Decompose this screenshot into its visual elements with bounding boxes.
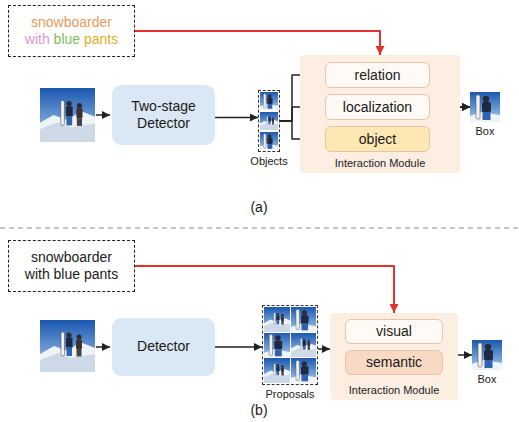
node-label: semantic [366, 354, 422, 371]
output-crop [472, 340, 502, 370]
module-branch-box: visual [345, 319, 443, 344]
connector-arrow [458, 354, 472, 356]
query-word: blue [54, 31, 80, 47]
proposal-thumbnail [264, 358, 290, 383]
connector-arrow [215, 117, 258, 119]
input-arrow [96, 114, 110, 116]
panel-separator [0, 228, 519, 229]
interaction-module: Interaction Module relation localization ob… [300, 55, 460, 173]
object-thumbnail [259, 112, 278, 130]
interaction-module: Interaction Module visual semantic [330, 313, 458, 400]
image-frame [470, 92, 500, 122]
query-word: with [25, 31, 50, 47]
detector-box: Two-stage Detector [112, 85, 215, 145]
node-label: visual [376, 323, 412, 340]
node-label: snowboarder with blue pants [22, 14, 121, 49]
module-branch-box: semantic [345, 350, 443, 375]
module-branch-box: relation [325, 62, 430, 88]
node-label: Box [467, 373, 507, 386]
input-photo [40, 320, 95, 372]
node-label: object [359, 131, 396, 148]
image-frame [472, 340, 502, 370]
panel-tag: (a) [250, 199, 267, 216]
query-text-box: snowboarder with blue pants [8, 5, 135, 57]
stack-frame [258, 90, 280, 152]
output-crop [470, 92, 500, 122]
module-branch-box: object [325, 126, 430, 152]
connector-arrow [215, 346, 262, 348]
object-thumbnail [260, 92, 278, 110]
connector-arrow [318, 348, 330, 350]
input-photo [39, 88, 96, 142]
node-label: snowboarder with blue pants [22, 249, 121, 284]
proposal-thumbnail [264, 307, 290, 332]
node-label: Objects [249, 155, 289, 168]
object-thumbnail [260, 132, 278, 150]
node-label: Proposals [258, 388, 322, 401]
panel-tag: (b) [250, 402, 267, 419]
object-stack: Proposals [258, 305, 322, 401]
node-label: Interaction Module [300, 157, 460, 170]
query-arrow [135, 31, 380, 55]
node-label: Box [465, 125, 505, 138]
proposal-thumbnail [264, 332, 290, 358]
object-stack: Objects [249, 90, 289, 168]
node-label: Detector [137, 338, 190, 356]
proposal-thumbnail [291, 307, 316, 332]
node-label: relation [355, 67, 401, 84]
module-branch-box: localization [325, 94, 430, 120]
output-box-image: Box [465, 92, 505, 138]
proposal-thumbnail [291, 333, 316, 357]
node-label: Two-stage Detector [122, 98, 205, 133]
query-word: pants [84, 31, 118, 47]
output-box-image: Box [467, 340, 507, 386]
query-word: snowboarder [31, 14, 112, 30]
node-label: Interaction Module [330, 384, 458, 397]
proposal-thumbnail [291, 358, 316, 383]
detector-box: Detector [112, 318, 215, 376]
stack-frame [262, 305, 318, 385]
query-text-box: snowboarder with blue pants [8, 240, 135, 292]
input-arrow [96, 346, 110, 348]
node-label: localization [343, 99, 412, 116]
